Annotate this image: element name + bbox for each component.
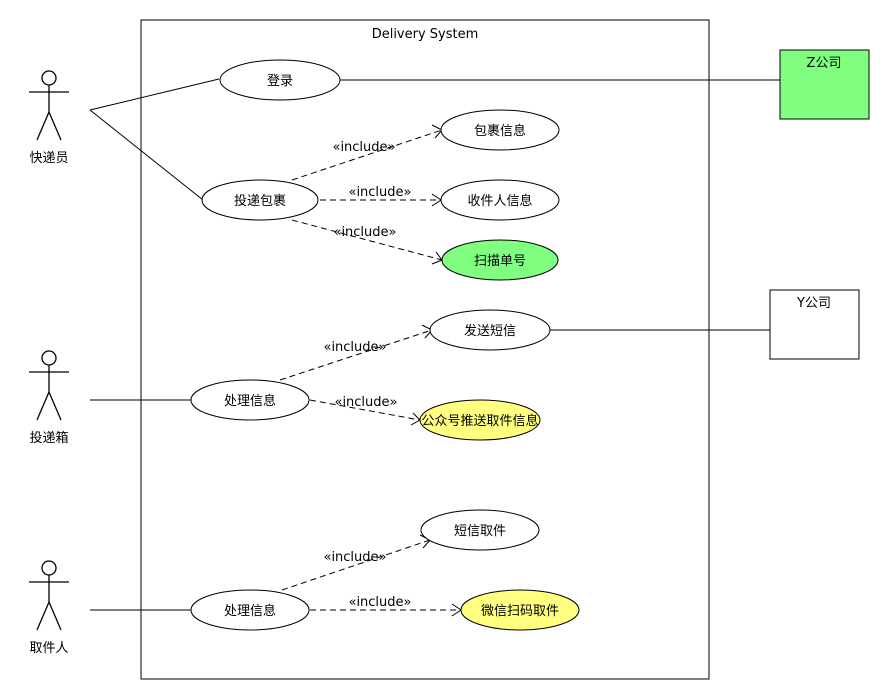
usecase-package-info-shape [440,109,560,151]
usecase-package-info[interactable]: 包裹信息 [440,109,560,151]
usecase-wechat-push-label: 公众号推送取件信息 [421,413,538,429]
usecase-wechat-push-shape [419,399,541,441]
include-label-2: «include» [348,185,411,200]
usecase-send-sms-shape [429,309,551,351]
external-z-company[interactable]: Z公司 [779,49,870,120]
usecase-scan-number-label: 扫描单号 [474,254,526,269]
include-label-3: «include» [333,225,396,240]
external-z-company-label: Z公司 [807,56,842,71]
usecase-process-info-1[interactable]: 处理信息 [190,379,310,421]
usecase-login-label: 登录 [267,74,293,89]
usecase-process-info-2-shape [190,589,310,631]
actor-courier-head [41,70,57,86]
usecase-recipient-info[interactable]: 收件人信息 [440,179,560,221]
system-title: Delivery System [372,27,479,42]
usecase-wechat-scan-label: 微信扫码取件 [481,604,559,619]
usecase-send-sms[interactable]: 发送短信 [429,309,551,351]
assoc-courier-login [89,78,220,111]
usecase-wechat-push[interactable]: 公众号推送取件信息 [419,399,541,441]
actor-receiver-head [41,560,57,576]
usecase-sms-pickup-shape [420,509,540,551]
include-label-1: «include» [332,140,395,155]
usecase-scan-number-shape [441,239,559,281]
include-label-4: «include» [323,340,386,355]
usecase-login[interactable]: 登录 [219,59,341,101]
usecase-wechat-scan-shape [460,589,580,631]
actor-receiver-label: 取件人 [29,641,68,656]
actor-locker-head [41,350,57,366]
actor-courier[interactable]: 快递员 [29,70,69,166]
usecase-process-info-1-shape [190,379,310,421]
external-z-company-box [779,49,870,120]
actor-locker-label: 投递箱 [29,430,68,446]
usecase-send-sms-label: 发送短信 [464,323,516,339]
usecase-wechat-scan[interactable]: 微信扫码取件 [460,589,580,631]
include-label-5: «include» [334,395,397,410]
include-label-7: «include» [348,595,411,610]
external-y-company[interactable]: Y公司 [769,289,860,360]
assoc-courier-deliver [89,109,204,201]
usecase-sms-pickup-label: 短信取件 [454,524,506,539]
usecase-sms-pickup[interactable]: 短信取件 [420,509,540,551]
usecase-recipient-info-shape [440,179,560,221]
actor-locker[interactable]: 投递箱 [29,350,69,446]
system-boundary [140,19,710,680]
usecase-process-info-2-label: 处理信息 [224,603,276,619]
usecase-process-info-1-label: 处理信息 [224,393,276,409]
usecase-scan-number[interactable]: 扫描单号 [441,239,559,281]
external-y-company-box [769,289,860,360]
external-y-company-label: Y公司 [796,296,831,311]
include-label-6: «include» [323,550,386,565]
actor-receiver[interactable]: 取件人 [29,560,69,656]
usecase-deliver[interactable]: 投递包裹 [201,179,319,221]
usecase-package-info-label: 包裹信息 [474,123,526,139]
usecase-deliver-shape [201,179,319,221]
usecase-deliver-label: 投递包裹 [234,193,286,209]
actor-courier-label: 快递员 [29,151,68,166]
usecase-login-shape [219,59,341,101]
usecase-process-info-2[interactable]: 处理信息 [190,589,310,631]
usecase-recipient-info-label: 收件人信息 [467,193,532,209]
